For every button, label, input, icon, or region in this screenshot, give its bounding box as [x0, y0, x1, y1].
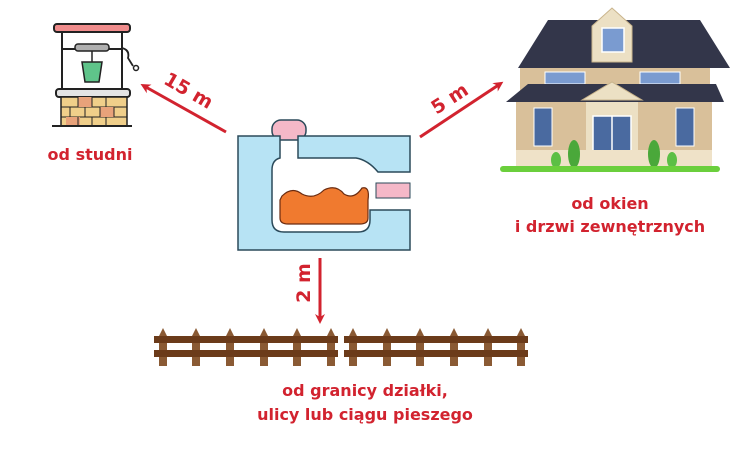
septic-tank-icon [237, 119, 411, 251]
house-icon [500, 7, 730, 172]
well-icon [52, 23, 140, 127]
fence-label-line1: od granicy działki, [282, 381, 448, 400]
arrow-to-well [140, 84, 227, 134]
house-label-line2: i drzwi zewnętrznych [514, 217, 706, 236]
house-label-line1: od okien [571, 194, 649, 213]
well-label: od studni [47, 145, 133, 164]
fence-distance-value: 2 m [292, 263, 315, 303]
arrow-to-house [419, 81, 504, 139]
fence-icon [154, 328, 528, 366]
fence-label-line2: ulicy lub ciągu pieszego [257, 405, 473, 424]
